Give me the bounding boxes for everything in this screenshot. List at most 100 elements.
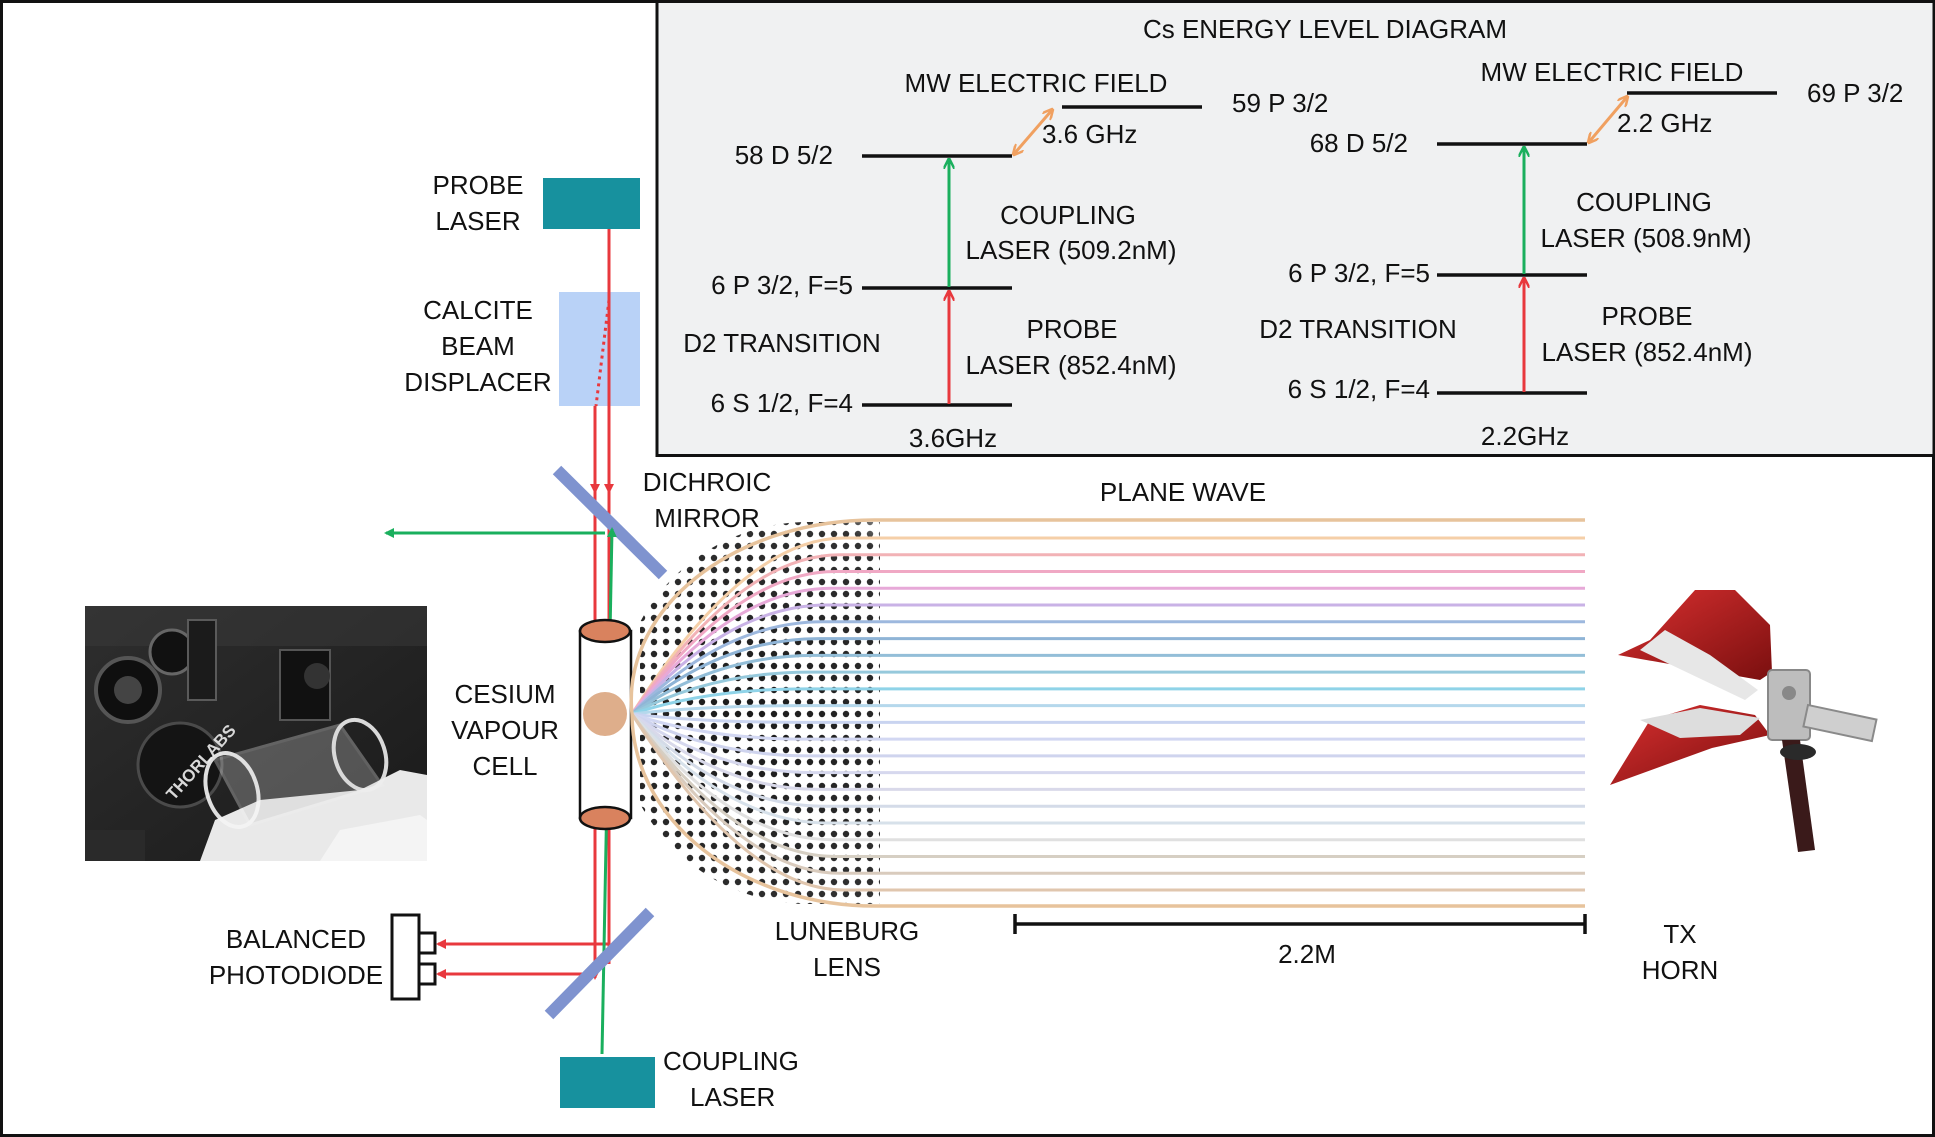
dichroic-mirror (552, 465, 668, 580)
rydberg-level-right: 68 D 5/2 (1310, 128, 1408, 158)
cell-label-1: CESIUM (454, 679, 555, 709)
plane-wave-ray (630, 713, 1585, 858)
plane-wave-ray (630, 586, 1585, 715)
probe-laser-label-2: LASER (435, 206, 520, 236)
mw-transition-arrow-right (1589, 97, 1627, 142)
intermediate-level-left: 6 P 3/2, F=5 (711, 270, 853, 300)
plane-wave-ray (630, 536, 1585, 715)
probe-label-left-1: PROBE (1026, 314, 1117, 344)
energy-level-panel: Cs ENERGY LEVEL DIAGRAM MW ELECTRIC FIEL… (655, 0, 1935, 457)
plane-wave-ray (630, 713, 1585, 875)
coupling-laser-label-1: COUPLING (663, 1046, 799, 1076)
panel-background (655, 0, 1935, 457)
tx-horn-antenna (1610, 590, 1878, 852)
dichroic-label-1: DICHROIC (643, 467, 772, 497)
plane-wave-ray (631, 704, 1585, 716)
bottom-freq-right: 2.2GHz (1481, 421, 1569, 451)
plane-wave-ray (631, 712, 1585, 724)
lens-label-2: LENS (813, 952, 881, 982)
plane-wave-ray (630, 603, 1585, 715)
calcite-label-2: BEAM (441, 331, 515, 361)
calcite-label-1: CALCITE (423, 295, 533, 325)
coupling-laser-box (560, 1057, 655, 1108)
mw-freq-left: 3.6 GHz (1042, 119, 1137, 149)
coupling-label-left-1: COUPLING (1000, 200, 1136, 230)
plane-wave-ray (631, 653, 1585, 716)
plane-wave-ray (631, 687, 1585, 716)
plane-wave-ray (631, 712, 1585, 791)
coupling-laser-label-2: LASER (690, 1082, 775, 1112)
photodiode-sensor-2 (417, 962, 437, 986)
d2-label-right: D2 TRANSITION (1259, 314, 1456, 344)
horn-label-2: HORN (1642, 955, 1719, 985)
photodiode-body (390, 913, 421, 1001)
bottom-freq-left: 3.6GHz (909, 423, 997, 453)
mw-freq-right: 2.2 GHz (1617, 108, 1712, 138)
upper-level-left: 59 P 3/2 (1232, 88, 1328, 118)
left-level-diagram: MW ELECTRIC FIELD 59 P 3/2 3.6 GHz 58 D … (683, 68, 1328, 453)
balanced-photodiode (390, 913, 437, 1001)
upper-level-right: 69 P 3/2 (1807, 78, 1903, 108)
dichroic-label-2: MIRROR (654, 503, 759, 533)
plane-wave-label: PLANE WAVE (1100, 477, 1266, 507)
d2-label-left: D2 TRANSITION (683, 328, 880, 358)
probe-beam-to-photodiode-1 (436, 939, 611, 949)
ground-level-right: 6 S 1/2, F=4 (1288, 374, 1430, 404)
plane-wave-ray (630, 713, 1585, 842)
plane-wave-ray (630, 553, 1585, 715)
rydberg-level-left: 58 D 5/2 (735, 140, 833, 170)
panel-title: Cs ENERGY LEVEL DIAGRAM (1143, 14, 1507, 44)
horn-label-1: TX (1663, 919, 1696, 949)
horn-lower-inner (1640, 708, 1760, 738)
plane-wave-ray (630, 620, 1585, 716)
plane-wave-ray (630, 570, 1585, 715)
probe-laser-box (543, 178, 640, 229)
mw-transition-arrow (1014, 110, 1052, 154)
calcite-label-3: DISPLACER (404, 367, 551, 397)
photo-glass-cell (203, 717, 389, 829)
plane-wave-ray (631, 712, 1585, 741)
right-level-diagram: MW ELECTRIC FIELD 69 P 3/2 2.2 GHz 68 D … (1259, 57, 1903, 451)
horn-stand (1782, 740, 1815, 852)
photodiode-label-2: PHOTODIODE (209, 960, 383, 990)
mw-label-right: MW ELECTRIC FIELD (1481, 57, 1744, 87)
lens-label-1: LUNEBURG (775, 916, 919, 946)
cell-label-2: VAPOUR (451, 715, 559, 745)
horn-upper-inner (1640, 630, 1758, 700)
plane-wave-ray (631, 712, 1585, 775)
coupling-label-right-2: LASER (508.9nM) (1541, 223, 1752, 253)
plane-wave-ray (630, 712, 1585, 808)
horn-feed-block (1767, 669, 1811, 741)
photodiode-label-1: BALANCED (226, 924, 366, 954)
coupling-label-right-1: COUPLING (1576, 187, 1712, 217)
plane-wave-ray (631, 637, 1585, 716)
photo-thorlabs-mount (136, 721, 224, 809)
cesium-vapour-cell (578, 618, 633, 831)
lens-outline (629, 518, 1585, 908)
probe-label-right-2: LASER (852.4nM) (1542, 337, 1753, 367)
lower-mirror (544, 907, 655, 1020)
photodiode-sensor-1 (417, 931, 437, 955)
mw-label-left: MW ELECTRIC FIELD (905, 68, 1168, 98)
distance-label: 2.2M (1278, 939, 1336, 969)
plane-wave-ray (631, 670, 1585, 716)
distance-scale (1013, 914, 1587, 934)
interaction-region (583, 692, 627, 736)
plane-wave-ray (631, 712, 1585, 758)
horn-connector (1802, 703, 1878, 743)
cell-top-window (578, 618, 632, 644)
intermediate-level-right: 6 P 3/2, F=5 (1288, 258, 1430, 288)
ground-level-left: 6 S 1/2, F=4 (711, 388, 853, 418)
cell-bottom-window (578, 805, 632, 831)
plane-wave-rays (630, 536, 1585, 892)
probe-label-right-1: PROBE (1601, 301, 1692, 331)
cell-label-3: CELL (472, 751, 537, 781)
probe-laser-label-1: PROBE (432, 170, 523, 200)
calcite-beam-displacer (559, 292, 640, 406)
plane-wave-ray (630, 713, 1585, 892)
coupling-label-left-2: LASER (509.2nM) (966, 235, 1177, 265)
plane-wave-ray (630, 713, 1585, 825)
lab-photo: THORLABS (85, 606, 427, 861)
probe-label-left-2: LASER (852.4nM) (966, 350, 1177, 380)
